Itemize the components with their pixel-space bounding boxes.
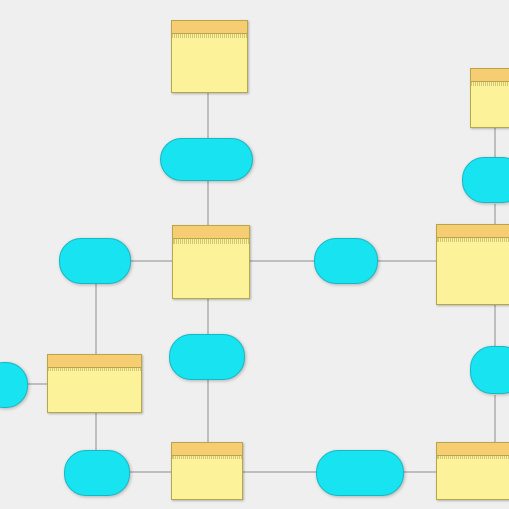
entity-attribute bbox=[437, 239, 509, 240]
entity-title bbox=[48, 355, 141, 368]
relationship-right-top[interactable] bbox=[462, 157, 509, 203]
entity-attribute bbox=[48, 370, 141, 371]
entity-attribute bbox=[172, 456, 242, 457]
entity-bottom[interactable] bbox=[171, 442, 243, 500]
entity-title bbox=[173, 226, 249, 239]
relationship-top[interactable] bbox=[160, 138, 253, 181]
entity-attribute bbox=[471, 83, 509, 84]
entity-attribute bbox=[172, 457, 242, 458]
entity-left[interactable] bbox=[47, 354, 142, 413]
entity-attribute bbox=[173, 243, 249, 244]
entity-attribute bbox=[173, 239, 249, 240]
entity-top-right[interactable] bbox=[470, 68, 509, 128]
relationship-left[interactable] bbox=[59, 238, 131, 284]
entity-title bbox=[172, 21, 247, 34]
entity-bottom-right[interactable] bbox=[436, 442, 509, 500]
entity-attribute bbox=[437, 458, 509, 459]
relationship-mid[interactable] bbox=[314, 238, 378, 284]
entity-attribute bbox=[172, 37, 247, 38]
entity-attribute bbox=[172, 34, 247, 35]
entity-attribute bbox=[471, 84, 509, 85]
entity-title bbox=[471, 69, 509, 82]
entity-title bbox=[437, 225, 509, 238]
entity-attribute bbox=[437, 457, 509, 458]
entity-attribute bbox=[173, 241, 249, 242]
entity-attribute bbox=[172, 35, 247, 36]
entity-attribute bbox=[471, 85, 509, 86]
entity-attribute bbox=[437, 240, 509, 241]
relationship-bottom-left[interactable] bbox=[64, 450, 130, 496]
entity-top[interactable] bbox=[171, 20, 248, 93]
relationship-right-mid[interactable] bbox=[470, 346, 509, 394]
entity-title bbox=[437, 443, 509, 456]
entity-attribute bbox=[172, 36, 247, 37]
entity-title bbox=[172, 443, 242, 456]
entity-attribute bbox=[471, 82, 509, 83]
entity-attribute bbox=[437, 456, 509, 457]
entity-attribute bbox=[173, 242, 249, 243]
entity-attribute bbox=[173, 240, 249, 241]
entity-right[interactable] bbox=[436, 224, 509, 305]
entity-attribute bbox=[437, 241, 509, 242]
entity-attribute bbox=[48, 368, 141, 369]
entity-attribute bbox=[172, 458, 242, 459]
relationship-bottom-mid[interactable] bbox=[316, 450, 404, 496]
entity-agent[interactable] bbox=[172, 225, 250, 299]
relationship-center-down[interactable] bbox=[169, 334, 245, 380]
entity-attribute bbox=[48, 369, 141, 370]
entity-attribute bbox=[437, 238, 509, 239]
